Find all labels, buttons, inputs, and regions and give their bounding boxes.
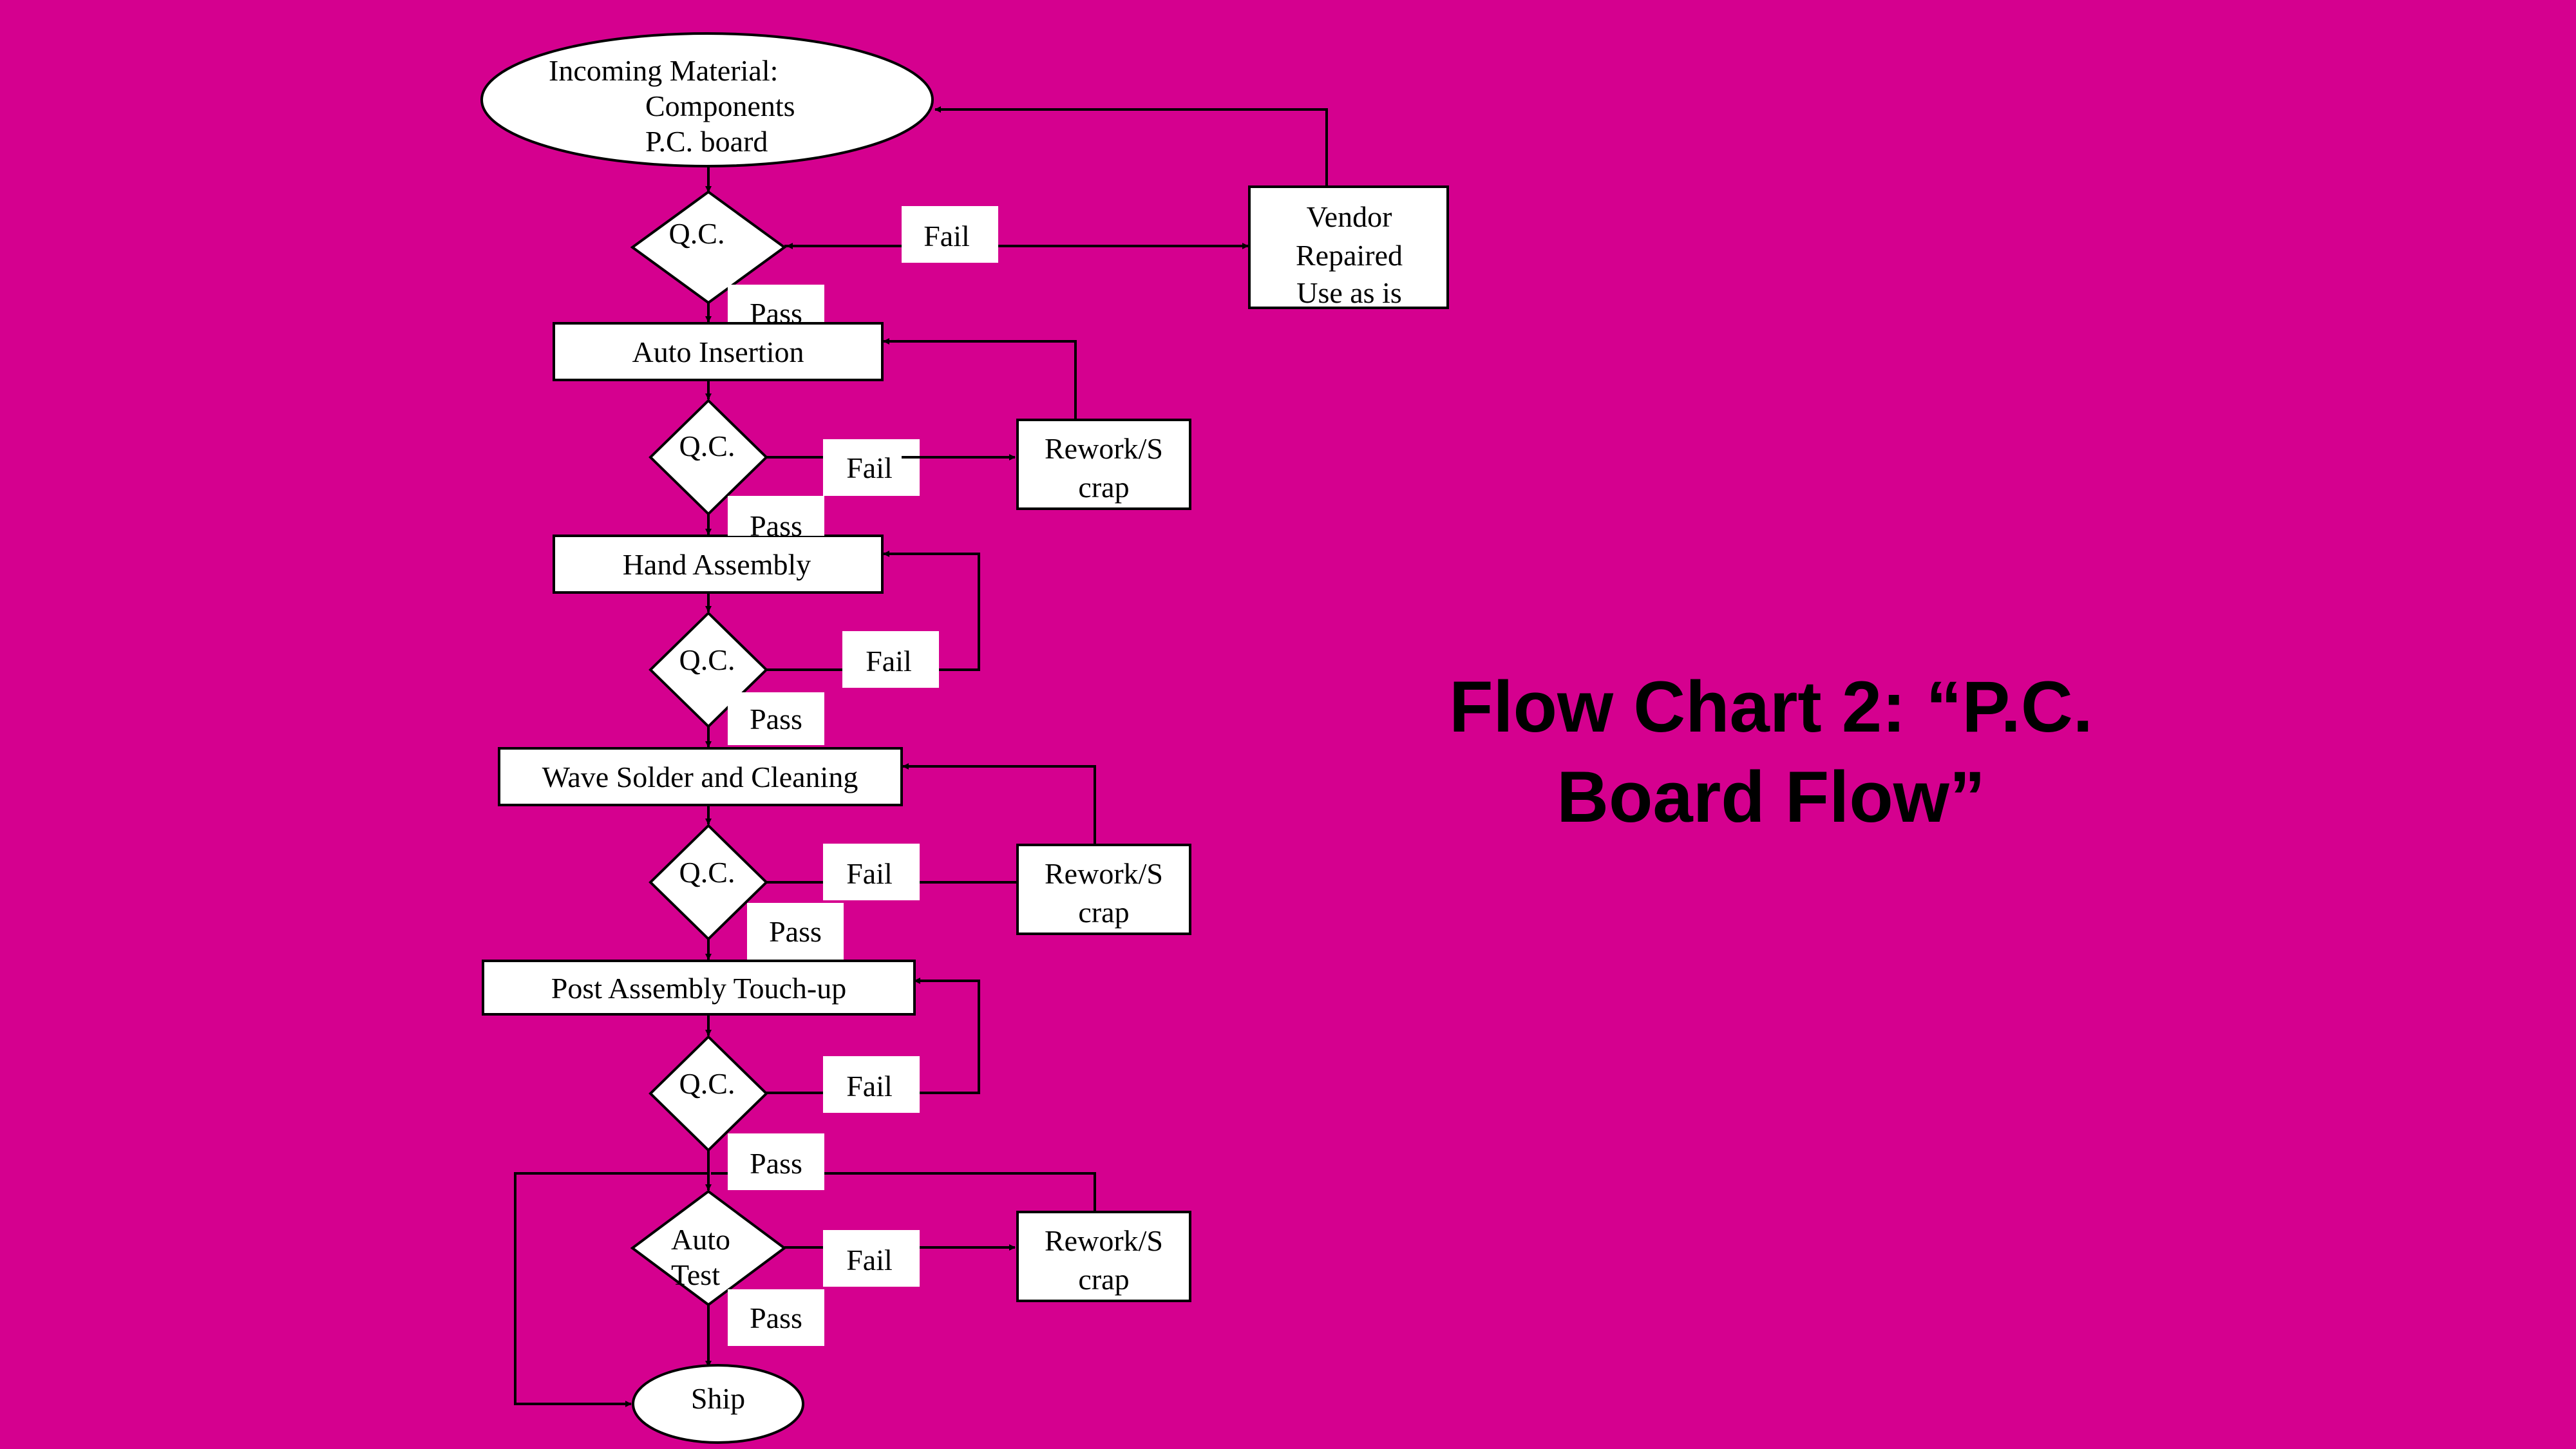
qc3-fail-label: Fail — [866, 645, 912, 677]
rework2-line1: Rework/S — [1045, 857, 1163, 890]
qc5-label: Q.C. — [679, 1067, 735, 1100]
incoming-line2: Components — [645, 90, 795, 122]
auto-insertion-label: Auto Insertion — [632, 336, 804, 368]
qc1-fail-label: Fail — [923, 220, 970, 252]
ship-node: Ship — [632, 1364, 804, 1444]
qc5-decision: Q.C. — [649, 1035, 768, 1152]
post-assembly-label: Post Assembly Touch-up — [551, 972, 847, 1005]
qc2-pass-label: Pass — [750, 509, 802, 542]
wave-solder-node: Wave Solder and Cleaning — [498, 747, 903, 806]
vendor-node: Vendor Repaired Use as is — [1248, 185, 1449, 309]
edge-vendor-to-incoming — [934, 106, 1328, 185]
hand-assembly-label: Hand Assembly — [623, 548, 811, 581]
auto-insertion-node: Auto Insertion — [553, 322, 884, 381]
qc5-pass-label: Pass — [750, 1147, 802, 1180]
qc1-pass-label: Pass — [750, 297, 802, 330]
incoming-line1: Incoming Material: — [549, 54, 778, 87]
ship-label: Ship — [691, 1382, 745, 1415]
rework3-node: Rework/S crap — [1016, 1211, 1191, 1302]
hand-assembly-node: Hand Assembly — [553, 535, 884, 594]
rework1-line2: crap — [1078, 471, 1129, 504]
edge-rework1-to-auto-insertion — [883, 338, 1077, 420]
rework2-node: Rework/S crap — [1016, 844, 1191, 935]
qc4-pass-label: Pass — [769, 915, 822, 948]
qc5-fail-label: Fail — [846, 1070, 893, 1103]
qc2-label: Q.C. — [679, 430, 735, 462]
rework3-line1: Rework/S — [1045, 1224, 1163, 1257]
rework2-line2: crap — [1078, 896, 1129, 929]
rework3-line2: crap — [1078, 1263, 1129, 1296]
incoming-material-node: Incoming Material: Components P.C. board — [480, 32, 934, 167]
rework1-node: Rework/S crap — [1016, 419, 1191, 510]
wave-solder-label: Wave Solder and Cleaning — [542, 761, 858, 793]
qc4-label: Q.C. — [679, 856, 735, 889]
vendor-line1: Vendor — [1307, 200, 1392, 233]
qc1-label: Q.C. — [669, 217, 725, 250]
rework1-line1: Rework/S — [1045, 432, 1163, 465]
qc2-fail-label: Fail — [846, 451, 893, 484]
qc3-pass-label: Pass — [750, 703, 802, 735]
title-line1: Flow Chart 2: “P.C. — [1449, 667, 2093, 747]
qc4-decision: Q.C. — [649, 824, 768, 941]
qc4-fail-label: Fail — [846, 857, 893, 890]
slide-title: Flow Chart 2: “P.C. Board Flow” — [1449, 667, 2093, 837]
incoming-line3: P.C. board — [645, 125, 768, 158]
edge-qc5-loop-to-post-assembly — [914, 978, 980, 1094]
edge-labels: Fail Pass Fail Pass Fail Pass Fail Pass … — [728, 206, 998, 1346]
test-pass-label: Pass — [750, 1302, 802, 1334]
edge-bypass-to-ship — [514, 1172, 708, 1407]
qc2-decision: Q.C. — [649, 399, 768, 516]
vendor-line3: Use as is — [1296, 276, 1402, 309]
auto-test-line1: Auto — [671, 1223, 730, 1256]
edge-rework3-back-to-test — [711, 1172, 1096, 1211]
qc3-label: Q.C. — [679, 643, 735, 676]
test-fail-label: Fail — [846, 1244, 893, 1276]
edge-qc3-loop-to-hand-assembly — [883, 551, 980, 671]
title-line2: Board Flow” — [1557, 757, 1985, 837]
post-assembly-node: Post Assembly Touch-up — [482, 960, 916, 1016]
vendor-line2: Repaired — [1296, 239, 1403, 272]
auto-test-line2: Test — [671, 1258, 720, 1291]
qc1-decision: Q.C. — [630, 190, 787, 305]
edge-rework2-to-wave-solder — [902, 763, 1096, 844]
auto-test-decision: Auto Test — [630, 1189, 787, 1307]
